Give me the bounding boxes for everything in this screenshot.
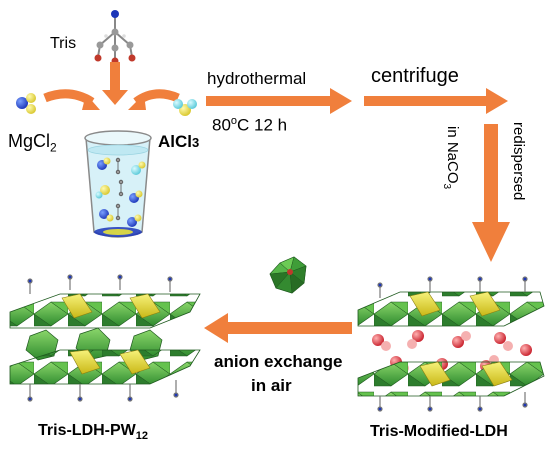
- label-redispersed: redispersed: [510, 122, 527, 201]
- alcl-ion-icon: [173, 99, 197, 116]
- label-temperature: 80oC 12 h: [212, 116, 287, 134]
- arrow-hydrothermal: [206, 88, 352, 114]
- label-tris-ldh-pw: Tris-LDH-PW: [38, 422, 136, 439]
- label-in-naco3: in NaCO3: [441, 126, 461, 190]
- pw12-cluster-icon: [269, 256, 307, 294]
- label-alcl-sub: 3: [192, 135, 200, 150]
- label-alcl3: AlCl3: [158, 133, 199, 150]
- arrow-redispersed: [472, 124, 510, 262]
- label-tris-ldh-pw12: Tris-LDH-PW12: [38, 423, 148, 442]
- label-tris: Tris: [50, 35, 77, 52]
- tris-modified-ldh-structure: [357, 276, 545, 412]
- label-temp-deg: o: [230, 115, 238, 127]
- label-temp-80: 80: [212, 115, 231, 135]
- label-in-air: in air: [251, 376, 292, 395]
- mgcl-ion-icon: [16, 93, 36, 114]
- label-in-naco: in NaCO: [444, 126, 461, 184]
- label-mgcl-sub: 2: [50, 140, 57, 155]
- arrow-centrifuge: [364, 88, 508, 114]
- label-mgcl: MgCl: [8, 131, 51, 151]
- label-hydrothermal: hydrothermal: [207, 69, 307, 88]
- label-alcl: AlCl: [158, 132, 192, 151]
- label-in-naco-sub: 3: [441, 183, 452, 190]
- label-centrifuge: centrifuge: [371, 65, 459, 87]
- label-temp-rest: C 12 h: [237, 115, 288, 135]
- tris-ldh-pw12-structure: [9, 274, 201, 402]
- beaker-icon: [84, 130, 152, 238]
- carbonate-anions: [372, 330, 532, 377]
- label-tris-modified-ldh: Tris-Modified-LDH: [370, 423, 508, 440]
- tris-molecule: [94, 10, 136, 65]
- arrow-anion-exchange: [204, 313, 352, 343]
- arrow-tris-down: [102, 62, 128, 105]
- label-anion-exchange: anion exchange: [214, 352, 343, 371]
- label-mgcl2: MgCl2: [8, 132, 57, 154]
- label-tris-ldh-pw-sub: 12: [135, 430, 149, 443]
